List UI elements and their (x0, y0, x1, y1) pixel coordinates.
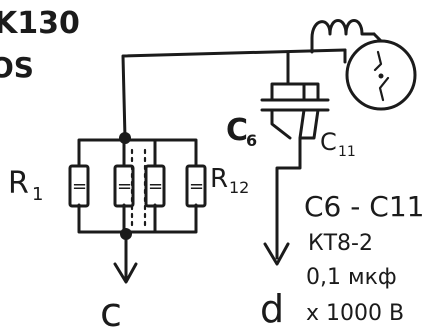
resistor-bus-top (77, 138, 198, 168)
label-c6-sub: 6 (246, 131, 257, 150)
arrow-d (263, 242, 290, 266)
note-type: КТ8-2 (308, 231, 373, 256)
inductor-coil (310, 19, 376, 54)
resistor-r3 (144, 164, 166, 208)
resistor-r2-mark: = (117, 176, 132, 197)
resistor-r2 (113, 164, 135, 208)
resistor-r1-mark: = (72, 176, 87, 197)
note-capacitance: 0,1 мкф (306, 265, 397, 290)
note-voltage: x 1000 В (306, 301, 404, 326)
resistor-r1 (68, 164, 90, 208)
output-label-c: c (100, 290, 122, 336)
note-range: C6 - C11 (304, 190, 424, 223)
corner-text-line2: OS (0, 51, 34, 84)
corner-text-line1: K130 (0, 6, 80, 41)
resistor-bus-bottom (77, 203, 198, 234)
cap-bank-top-wire (270, 50, 320, 102)
top-wire (121, 48, 347, 140)
tube-lead-top (372, 32, 383, 43)
cap-bank-bottom-wire (270, 108, 320, 260)
resistor-r3-mark: = (148, 176, 163, 197)
label-c11-sub: 11 (338, 144, 356, 160)
label-r1: R (8, 166, 29, 201)
label-c6: C (226, 113, 248, 148)
arrow-c (113, 262, 138, 284)
output-label-d: d (260, 287, 284, 331)
tube-element-upper (373, 50, 383, 72)
label-r1-sub: 1 (32, 184, 43, 205)
label-r12: R (210, 164, 228, 194)
label-r12-sub: 12 (229, 178, 249, 197)
tube-element-lower (378, 76, 390, 102)
label-c11: C (320, 128, 337, 156)
tube-center-dot (378, 73, 384, 79)
resistor-r12 (185, 164, 207, 208)
resistor-r12-mark: = (189, 176, 204, 197)
